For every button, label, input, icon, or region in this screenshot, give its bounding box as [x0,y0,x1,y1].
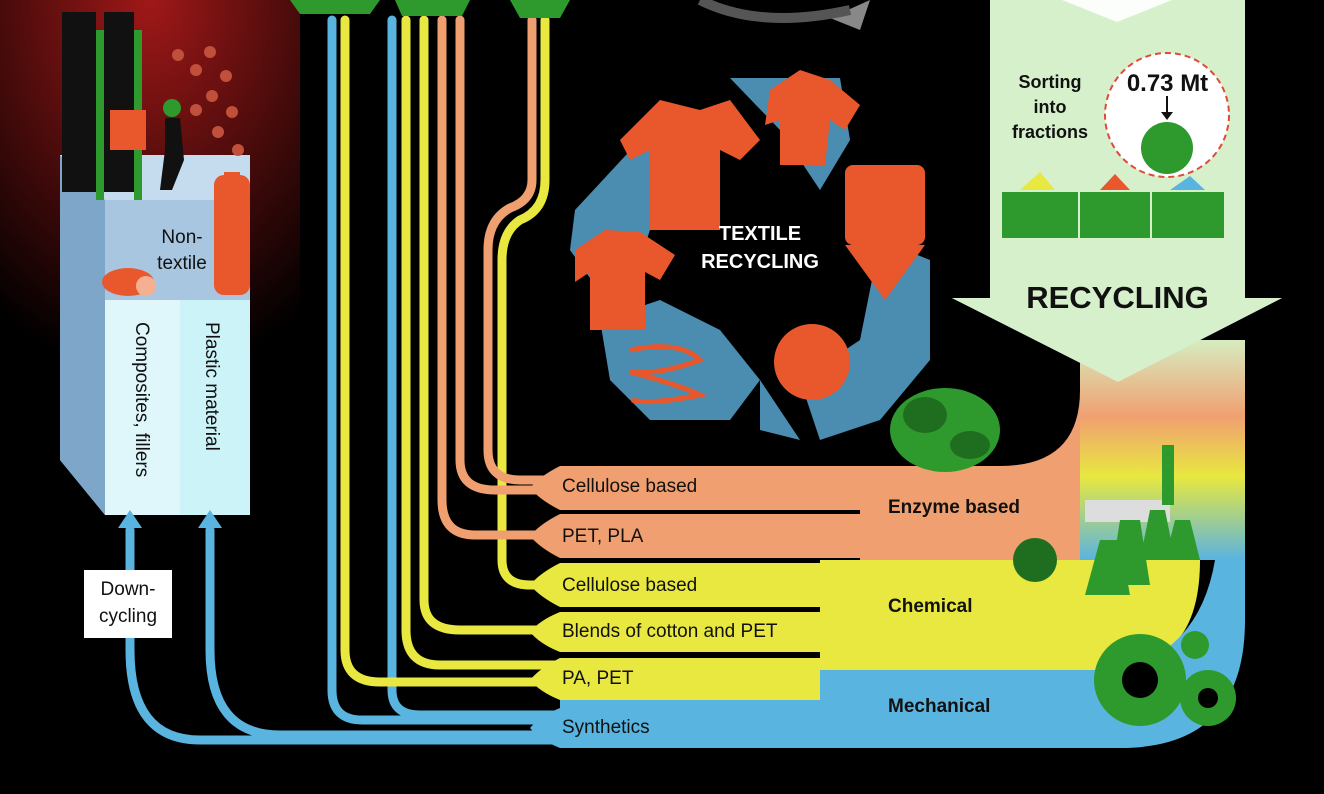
downcycling-arrows [84,510,222,638]
center-title-line-1: TEXTILE [718,223,802,245]
recycled-amount: 0.73 Mt [1126,70,1209,97]
non-textile-label-line-2: textile [157,253,207,274]
downcycling-label: Down- cycling [84,576,172,630]
flow-label-synthetics: Synthetics [562,717,650,738]
gears-illustration [1094,631,1236,726]
method-chemical: Chemical [888,596,973,617]
recycling-panel-details [1002,52,1230,238]
flow-label-pet-pla: PET, PLA [562,526,644,547]
downcycling-label-line-1: Down- [100,579,156,600]
sorting-text: Sorting into fractions [1000,70,1100,145]
composites-fillers-label: Composites, fillers [131,322,152,478]
enzyme-illustration [890,388,1000,472]
center-title: TEXTILE RECYCLING [690,220,830,276]
flow-label-pa-pet: PA, PET [562,668,634,689]
flow-label-cellulose-chemical: Cellulose based [562,575,698,596]
method-enzyme-based: Enzyme based [888,497,1020,518]
non-textile-label-line-1: Non- [161,227,203,248]
flow-label-bands [530,466,860,748]
flow-label-cellulose-enzyme: Cellulose based [562,476,698,497]
flow-label-cotton-pet-blends: Blends of cotton and PET [562,621,778,642]
sorting-text-line-2: into [1033,97,1067,117]
top-fabric-icons [290,0,870,30]
sorting-text-line-3: fractions [1011,122,1089,142]
non-textile-box [60,12,250,515]
non-textile-label: Non- textile [148,225,216,277]
method-mechanical: Mechanical [888,696,991,717]
flow-lines [125,15,565,745]
recycling-cycle-icon [570,70,930,440]
recycling-top-arrow [1062,0,1172,22]
chemical-lab-illustration [1013,445,1200,595]
sorting-text-line-1: Sorting [1018,72,1082,92]
center-title-line-2: RECYCLING [701,251,819,273]
recycling-heading: RECYCLING [1026,280,1209,315]
downcycling-label-line-2: cycling [98,606,158,627]
plastic-material-label: Plastic material [201,322,222,451]
